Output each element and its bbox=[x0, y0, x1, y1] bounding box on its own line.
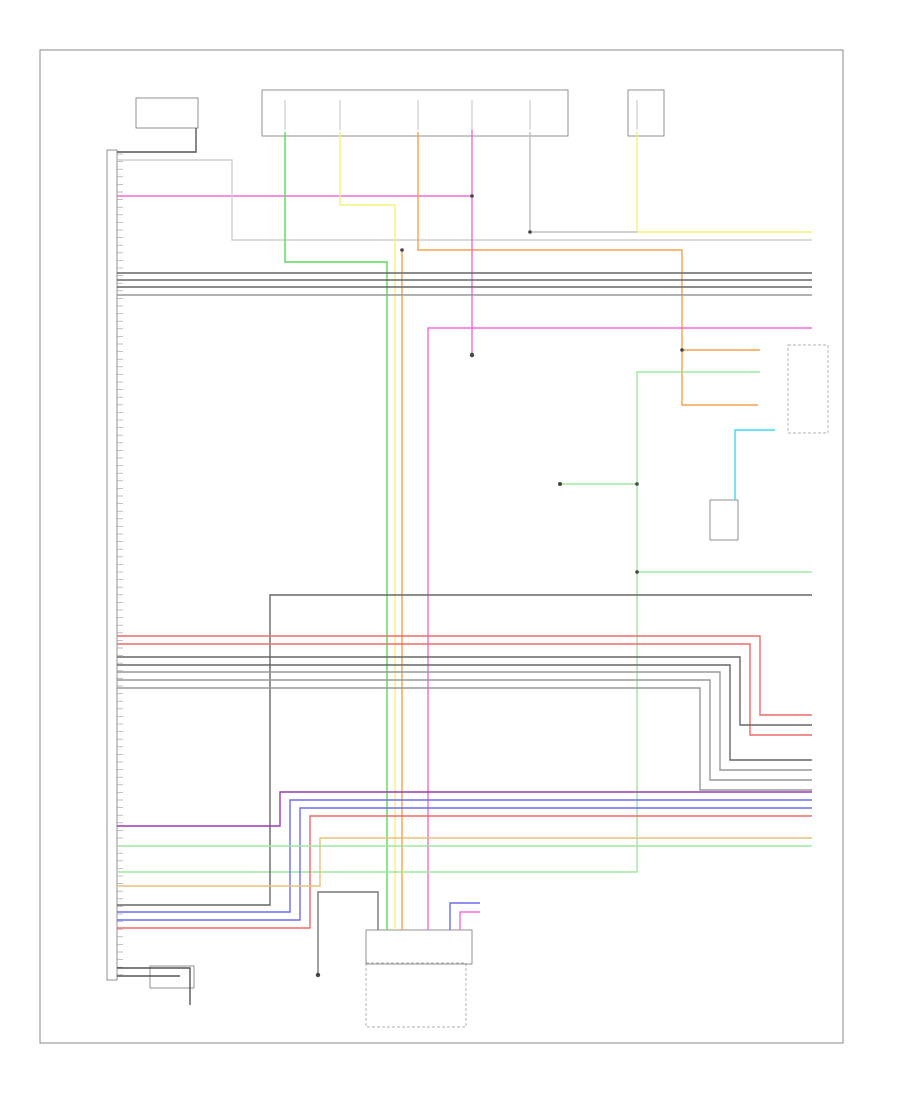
wire-lightgreen-top bbox=[117, 371, 760, 873]
wire-black-mid-2 bbox=[117, 664, 812, 761]
wire-purple bbox=[117, 791, 812, 827]
bottom-connector-body bbox=[365, 929, 473, 965]
wires bbox=[117, 128, 812, 1005]
wire-blue-2 bbox=[117, 807, 812, 921]
wire-yellow bbox=[339, 132, 396, 930]
control-module bbox=[106, 149, 123, 981]
antenna-connector bbox=[149, 965, 195, 989]
wire-tan bbox=[117, 837, 812, 887]
wire-black-lower bbox=[117, 594, 812, 906]
fuse-icons bbox=[284, 100, 638, 130]
wire-pink-mid bbox=[427, 327, 812, 930]
bottom-connector bbox=[365, 929, 473, 1028]
wire-gray-mid-3 bbox=[117, 687, 812, 791]
wire-pink-top bbox=[117, 130, 473, 197]
wire-gray-top bbox=[117, 159, 812, 241]
wire-red-2 bbox=[117, 643, 812, 736]
wire-antenna-1 bbox=[117, 967, 191, 1005]
sensor-box bbox=[787, 344, 829, 434]
wire-blue-1 bbox=[117, 799, 812, 913]
wire-black-mid-1 bbox=[117, 656, 812, 726]
wire-yellow-right bbox=[636, 132, 812, 233]
wire-gray-bottom bbox=[317, 891, 379, 975]
splice-points bbox=[315, 194, 684, 978]
power-relay bbox=[135, 97, 199, 129]
diagram-frame bbox=[39, 49, 844, 1044]
wire-blue-bottom bbox=[449, 902, 480, 930]
wire-gray-right bbox=[529, 132, 637, 233]
wire-cyan bbox=[734, 429, 775, 500]
bottom-connector-dashed-box bbox=[365, 962, 467, 1028]
control-module-body bbox=[106, 149, 118, 981]
mirror-switch bbox=[709, 499, 739, 541]
wire-orange-main bbox=[417, 132, 758, 406]
wire-green bbox=[284, 132, 388, 930]
wire-gray-mid-2 bbox=[117, 679, 812, 781]
fuse-block-right-body bbox=[627, 89, 665, 137]
wire-pink-bottom bbox=[459, 911, 480, 930]
control-module-pins bbox=[117, 153, 123, 976]
wire-gray-mid-1 bbox=[117, 671, 812, 771]
fuse-block-body bbox=[261, 89, 569, 137]
wire-red-1 bbox=[117, 635, 812, 716]
wire-relay bbox=[117, 128, 197, 153]
fuse-block bbox=[261, 89, 665, 137]
wire-red-3 bbox=[117, 815, 812, 929]
